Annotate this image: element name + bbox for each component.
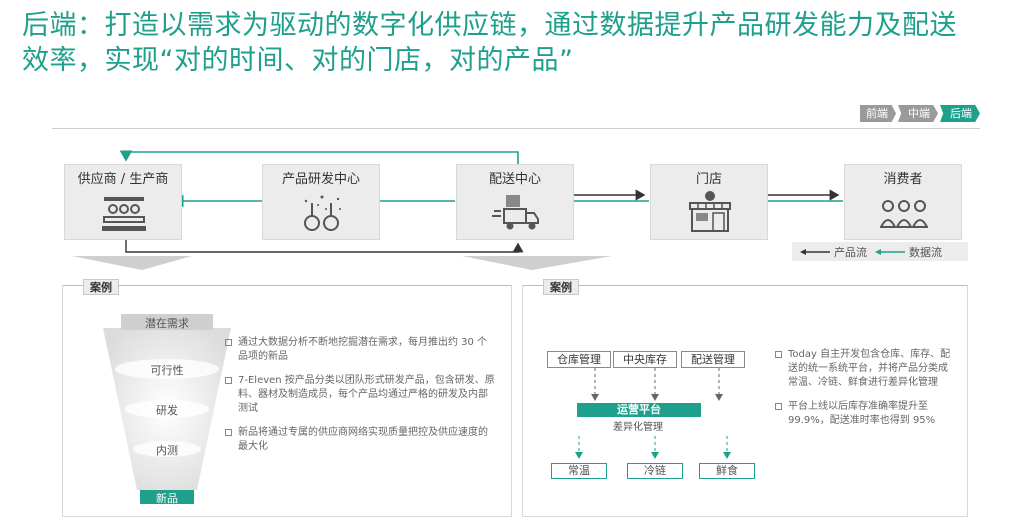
funnel-output-bar [140,490,194,504]
storefront-icon [689,191,731,232]
page-title-line-1: 后端：打造以需求为驱动的数字化供应链，通过数据提升产品研发能力及配送 [22,10,957,41]
bullet-item: 平台上线以后库存准确率提升至 99.9%，配送准时率也得到 95% [775,400,955,428]
delivery-truck-icon [492,195,539,230]
platform-connectors [575,368,731,459]
bullet-item: Today 自主开发包含仓库、库存、配送的统一系统平台，并将产品分类成常温、冷链… [775,348,955,390]
node-supplier-label: 供应商 / 生产商 [77,172,169,187]
bullet-item: 7-Eleven 按产品分类以团队形式研发产品，包含研发、原料、器材及制造成员，… [225,374,497,416]
supply-chain-flow: 供应商 / 生产商 产品研发中心 配送中心 [52,140,980,270]
page-title-line-2: 效率，实现“对的时间、对的门店，对的产品” [22,45,574,76]
node-distribution-center: 配送中心 [456,164,574,240]
operations-platform: 运营平台 [577,403,701,417]
bullet-item: 通过大数据分析不断地挖掘潜在需求，每月推出约 30 个品项的新品 [225,336,497,364]
node-store-label: 门店 [695,172,722,187]
funnel-stage-2: 可行性 [150,364,184,377]
case-tag-left: 案例 [83,279,119,295]
supply-arrow [125,240,524,253]
node-consumers: 消费者 [844,164,962,240]
output-cold-chain: 冷链 [627,463,683,479]
data-flow-arrow-icon [875,248,905,255]
divider [52,128,980,129]
legend-data-flow-label: 数据流 [909,245,942,259]
funnel-shape [103,328,231,490]
factory-icon [102,197,146,231]
node-distribution-center-label: 配送中心 [488,172,541,187]
legend-data-flow: 数据流 [875,244,942,260]
funnel-stage-4: 内测 [156,444,178,457]
legend-product-flow-label: 产品流 [834,245,867,259]
case-panel-left: 案例 潜在需求 可行性 研发 内测 新品 通过大数据分析不断地挖掘潜在需求，每月… [62,279,512,517]
breadcrumb-item-front[interactable]: 前端 [860,105,896,122]
output-fresh-food: 鲜食 [699,463,755,479]
feedback-arrow [119,150,519,164]
breadcrumb-item-back[interactable]: 后端 [940,105,980,122]
node-consumers-label: 消费者 [883,172,923,187]
consumers-icon [880,200,928,228]
page-title: 后端：打造以需求为驱动的数字化供应链，通过数据提升产品研发能力及配送 效率，实现… [22,8,1012,78]
source-central-inventory: 中央库存 [613,351,677,368]
source-warehouse: 仓库管理 [547,351,611,368]
legend-product-flow: 产品流 [800,244,867,260]
funnel-stage-3: 研发 [156,404,178,417]
node-rd-center-label: 产品研发中心 [281,172,360,187]
funnel-stage-5: 新品 [156,492,178,505]
node-store: 门店 [650,164,768,240]
breadcrumb: 前端 中端 后端 [858,105,980,122]
case-right-bullets: Today 自主开发包含仓库、库存、配送的统一系统平台，并将产品分类成常温、冷链… [775,348,955,438]
node-rd-center: 产品研发中心 [262,164,380,240]
flow-legend: 产品流 数据流 [792,242,968,261]
node-supplier: 供应商 / 生产商 [64,164,182,240]
case-tag-right: 案例 [543,279,579,295]
breadcrumb-item-middle[interactable]: 中端 [898,105,938,122]
lab-flask-icon [304,195,341,231]
output-ambient: 常温 [551,463,607,479]
product-flow-arrow-icon [800,248,830,255]
source-distribution: 配送管理 [681,351,745,368]
case-panel-right: 案例 仓库管理 中央库存 配送管理 运营平台 差异化管理 常温 冷链 鲜食 To… [522,279,968,517]
product-dev-funnel: 潜在需求 可行性 研发 内测 新品 [93,314,241,505]
flow-arrows [72,150,843,270]
funnel-stage-bar [121,314,213,330]
funnel-stage-1: 潜在需求 [145,317,189,330]
case-left-bullets: 通过大数据分析不断地挖掘潜在需求，每月推出约 30 个品项的新品 7-Eleve… [225,336,497,464]
differentiated-management: 差异化管理 [613,422,663,433]
bullet-item: 新品将通过专属的供应商网络实现质量把控及供应速度的最大化 [225,426,497,454]
